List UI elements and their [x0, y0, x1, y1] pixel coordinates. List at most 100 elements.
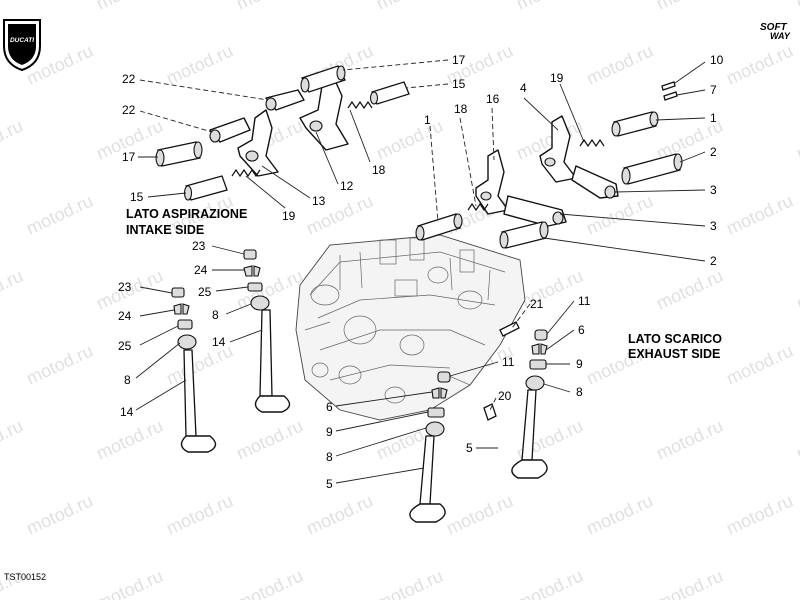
watermark-text: motod.ru [93, 415, 166, 463]
watermark-text: motod.ru [793, 0, 800, 14]
cap-25-top [247, 282, 263, 292]
intake-side-label-it: LATO ASPIRAZIONE [126, 207, 247, 221]
cotter-24-top [243, 265, 261, 277]
shaft-15-top [369, 81, 410, 105]
cap-11-right [534, 329, 548, 341]
watermark-text: motod.ru [723, 40, 796, 88]
rocker-arm-22-upper [265, 89, 305, 111]
callout-10: 10 [710, 53, 724, 67]
watermark-text: motod.ru [653, 265, 726, 313]
callout-8-top: 8 [212, 308, 219, 322]
callout-24-left: 24 [118, 309, 132, 323]
retainer-8-mid [425, 421, 445, 437]
watermark-text: motod.ru [373, 0, 446, 14]
shaft-15-left [183, 175, 228, 201]
watermark-text: motod.ru [0, 0, 26, 14]
watermark-text: motod.ru [0, 115, 26, 163]
callout-22-top: 22 [122, 72, 136, 86]
watermark-text: motod.ru [93, 565, 166, 600]
spring-19-right [579, 138, 605, 148]
cap-9-mid [427, 407, 445, 418]
cap-11-mid [437, 371, 451, 383]
cylinder-head [295, 234, 526, 421]
callout-23-left: 23 [118, 280, 132, 294]
callout-5-bottom: 5 [326, 477, 333, 491]
ducati-logo-text: DUCATI [10, 37, 34, 44]
callout-3-upper: 3 [710, 183, 717, 197]
retainer-8-left [177, 334, 197, 350]
watermark-text: motod.ru [443, 490, 516, 538]
callout-25-top: 25 [198, 285, 212, 299]
callout-numbers: 22 22 17 15 19 13 12 18 17 15 18 16 1 4 … [118, 53, 724, 491]
callout-19-left: 19 [282, 209, 296, 223]
callout-6-mid: 6 [326, 400, 333, 414]
callout-12: 12 [340, 179, 354, 193]
watermark-text: motod.ru [233, 0, 306, 14]
rocker-arm-3-lower [503, 195, 567, 227]
retainer-8-right [525, 375, 545, 391]
shaft-2-right [621, 153, 683, 185]
softway-line2: WAY [770, 31, 791, 41]
callout-11-mid: 11 [502, 355, 515, 369]
rocker-arm-12 [299, 77, 349, 151]
watermark-text: motod.ru [303, 490, 376, 538]
callout-17-top: 17 [452, 53, 466, 67]
callout-15-top: 15 [452, 77, 466, 91]
callout-1-mid: 1 [424, 113, 431, 127]
callout-6-right: 6 [578, 323, 585, 337]
callout-23-top: 23 [192, 239, 206, 253]
watermark-text: motod.ru [723, 340, 796, 388]
shaft-17-left [155, 141, 203, 167]
callout-18-mid: 18 [454, 102, 468, 116]
watermark-text: motod.ru [163, 40, 236, 88]
callout-4: 4 [520, 81, 527, 95]
bolt-20 [483, 403, 497, 421]
callout-14-left: 14 [120, 405, 134, 419]
callout-21: 21 [530, 297, 544, 311]
callout-7: 7 [710, 83, 717, 97]
callout-15-left: 15 [130, 190, 144, 204]
cap-23-left [171, 287, 185, 298]
watermark-text: motod.ru [23, 340, 96, 388]
spring-18-mid [467, 202, 489, 212]
shaft-1-right [611, 111, 659, 137]
softway-line1: SOFT [760, 22, 788, 33]
watermark-text: motod.ru [23, 190, 96, 238]
shaft-2-lower [499, 221, 549, 249]
watermark-text: motod.ru [0, 565, 26, 600]
callout-14-right: 14 [212, 335, 226, 349]
watermark-text: motod.ru [163, 490, 236, 538]
valve-5-right [511, 389, 548, 479]
exhaust-side-label-it: LATO SCARICO [628, 332, 722, 346]
watermark-text: motod.ru [513, 0, 586, 14]
watermark-text: motod.ru [583, 490, 656, 538]
callout-22-mid: 22 [122, 103, 136, 117]
watermark-text: motod.ru [513, 565, 586, 600]
watermark-text: motod.ru [373, 115, 446, 163]
drawing-code: TST00152 [4, 572, 46, 582]
shaft-1-mid [415, 213, 463, 241]
watermark-text: motod.ru [653, 0, 726, 14]
watermark-text: motod.ru [653, 415, 726, 463]
exhaust-side-label-en: EXHAUST SIDE [628, 347, 720, 361]
rocker-arm-16 [475, 149, 509, 215]
watermark-text: motod.ru [793, 115, 800, 163]
cap-25-left [177, 319, 193, 330]
watermark-text: motod.ru [93, 0, 166, 14]
watermark-text: motod.ru [0, 415, 26, 463]
rocker-arm-4 [539, 115, 577, 183]
callout-20: 20 [498, 389, 512, 403]
callout-11-right: 11 [578, 294, 591, 308]
watermark-text: motod.ru [583, 190, 656, 238]
softway-brand: SOFT WAY [760, 22, 791, 41]
callout-16: 16 [486, 92, 500, 106]
watermark-text: motod.ru [723, 490, 796, 538]
callout-2-lower: 2 [710, 254, 717, 268]
callout-24-top: 24 [194, 263, 208, 277]
callout-1-right: 1 [710, 111, 717, 125]
watermark-text: motod.ru [373, 565, 446, 600]
callout-13: 13 [312, 194, 326, 208]
watermark-text: motod.ru [793, 565, 800, 600]
callout-8-left: 8 [124, 373, 131, 387]
